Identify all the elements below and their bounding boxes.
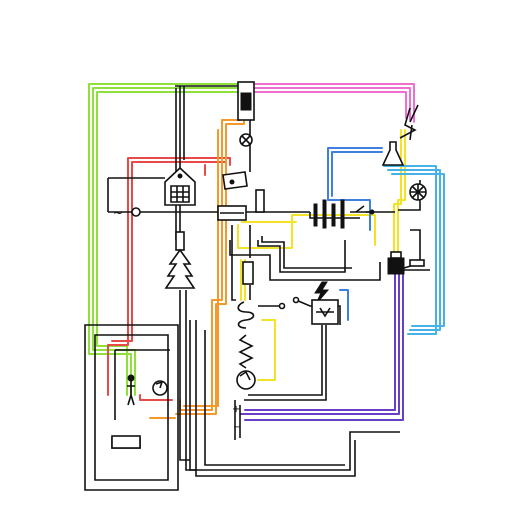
transformer-icon [387,251,425,275]
diode-icon [311,299,339,325]
black-wires [84,85,430,491]
toggle-switch-icon [355,205,375,215]
person-icon [127,374,135,406]
flask-icon [381,141,405,166]
house-icon [164,166,196,206]
bulb-icon [239,133,253,147]
red-wire [107,157,231,401]
green-wire [88,83,246,396]
resistor-3-icon [111,435,141,449]
ac-source-icon: ~ [113,206,141,220]
orange-wire [149,109,245,419]
lightning-icon [314,281,330,305]
minus-icon: − [233,422,241,433]
purple-wire [240,269,404,421]
blue-wire [327,147,383,321]
switch-icon [217,205,247,221]
zigzag-resistor-icon [238,334,254,369]
resistor-2-icon [242,261,254,285]
meter-icon [236,370,256,390]
battery-icon [237,81,255,121]
magenta-wire [254,83,415,123]
cycle-icon [152,380,168,396]
terminals: + − [232,404,241,433]
cyan-wire [383,165,445,335]
plus-icon: + [232,404,240,415]
cell-stack-icon [313,199,345,229]
spring-icon [237,301,255,329]
panel-icon [222,171,248,190]
switch-2-icon [278,296,300,310]
fan-icon [409,183,427,201]
resistor-icon [255,189,265,213]
ac-label: ~ [113,206,123,220]
wind-turbine-icon [399,104,419,141]
tree-icon [164,231,196,289]
